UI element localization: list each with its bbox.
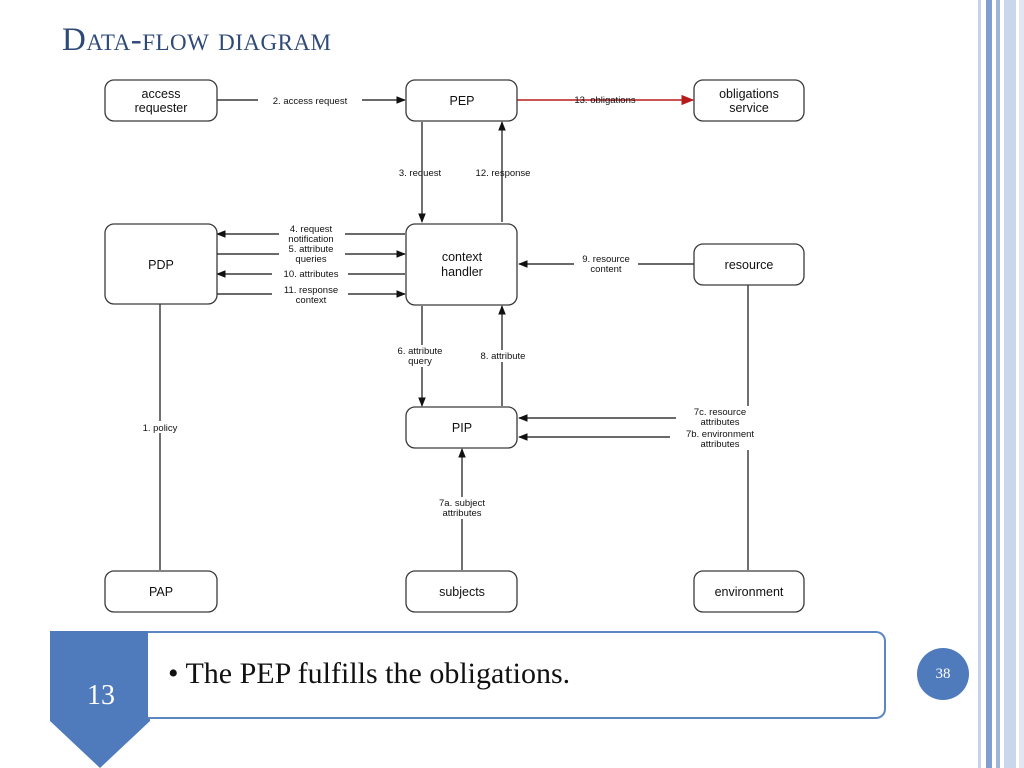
svg-text:6. attribute: 6. attribute	[398, 346, 443, 357]
svg-text:attributes: attributes	[442, 508, 481, 519]
node-resource: resource	[693, 243, 805, 286]
svg-text:7a. subject: 7a. subject	[439, 498, 485, 509]
label-subject-attributes: 7a. subject attributes	[420, 497, 504, 519]
svg-text:7b. environment: 7b. environment	[686, 429, 754, 440]
svg-text:12. response: 12. response	[476, 168, 531, 179]
svg-text:5. attribute: 5. attribute	[289, 244, 334, 255]
svg-text:PIP: PIP	[452, 421, 472, 435]
svg-text:access: access	[142, 87, 181, 101]
node-context-handler: context handler	[405, 223, 518, 306]
bullet-text: • The PEP fulfills the obligations.	[168, 657, 571, 690]
slide-title: Data-flow diagram	[62, 22, 332, 58]
svg-text:13. obligations: 13. obligations	[574, 95, 636, 106]
node-pdp: PDP	[104, 223, 218, 305]
svg-text:subjects: subjects	[439, 585, 485, 599]
decorative-rail	[986, 0, 992, 768]
node-access-requester: access requester	[104, 79, 218, 122]
svg-text:8. attribute: 8. attribute	[481, 351, 526, 362]
svg-text:context: context	[442, 250, 483, 264]
label-attribute: 8. attribute	[472, 350, 534, 362]
node-obligations-service: obligations service	[693, 79, 805, 122]
svg-text:resource: resource	[725, 258, 774, 272]
svg-text:requester: requester	[135, 101, 188, 115]
svg-text:attributes: attributes	[700, 439, 739, 450]
label-attributes: 10. attributes	[272, 268, 348, 280]
label-attribute-queries: 5. attribute queries	[279, 244, 345, 265]
callout-box: • The PEP fulfills the obligations.	[148, 631, 886, 719]
edge-environment-attributes	[518, 433, 749, 570]
page-number-badge: 38	[917, 648, 969, 700]
edge-resource-attributes	[518, 285, 749, 422]
svg-text:service: service	[729, 101, 769, 115]
svg-text:attributes: attributes	[700, 417, 739, 428]
label-response: 12. response	[476, 168, 531, 179]
node-pap: PAP	[104, 570, 218, 613]
node-environment: environment	[693, 570, 805, 613]
node-subjects: subjects	[405, 570, 518, 613]
svg-text:queries: queries	[295, 254, 326, 265]
svg-text:obligations: obligations	[719, 87, 779, 101]
svg-text:7c. resource: 7c. resource	[694, 407, 746, 418]
label-request: 3. request	[399, 168, 442, 179]
label-resource-attributes: 7c. resource attributes	[676, 406, 760, 428]
svg-text:context: context	[296, 295, 327, 306]
label-attribute-query: 6. attribute query	[388, 345, 454, 367]
svg-text:10. attributes: 10. attributes	[284, 269, 339, 280]
step-chevron	[50, 631, 150, 768]
node-pip: PIP	[405, 406, 518, 449]
decorative-rail	[1004, 0, 1016, 768]
svg-text:environment: environment	[715, 585, 784, 599]
decorative-rail	[978, 0, 981, 768]
label-request-notification: 4. request notification	[279, 223, 345, 245]
node-pep: PEP	[405, 79, 518, 122]
svg-text:notification: notification	[288, 234, 333, 245]
svg-text:11. response: 11. response	[284, 285, 338, 296]
svg-text:2. access request: 2. access request	[273, 96, 348, 107]
svg-text:content: content	[590, 264, 622, 275]
svg-text:PAP: PAP	[149, 585, 173, 599]
label-response-context: 11. response context	[272, 284, 348, 306]
data-flow-diagram: 2. access request 13. obligations 3. req…	[104, 79, 805, 613]
step-number: 13	[87, 680, 115, 711]
decorative-rail	[996, 0, 1000, 768]
label-access-request: 2. access request	[258, 93, 362, 107]
decorative-rail	[1019, 0, 1024, 768]
svg-text:query: query	[408, 356, 432, 367]
svg-text:9. resource: 9. resource	[582, 254, 630, 265]
svg-text:PEP: PEP	[449, 94, 474, 108]
svg-text:4. request: 4. request	[290, 224, 333, 235]
label-policy: 1. policy	[134, 421, 186, 434]
svg-text:1. policy: 1. policy	[143, 423, 178, 434]
svg-text:handler: handler	[441, 265, 483, 279]
svg-text:PDP: PDP	[148, 258, 174, 272]
label-resource-content: 9. resource content	[574, 254, 638, 275]
svg-text:3. request: 3. request	[399, 168, 442, 179]
label-obligations: 13. obligations	[574, 95, 636, 106]
label-environment-attributes: 7b. environment attributes	[670, 428, 770, 450]
